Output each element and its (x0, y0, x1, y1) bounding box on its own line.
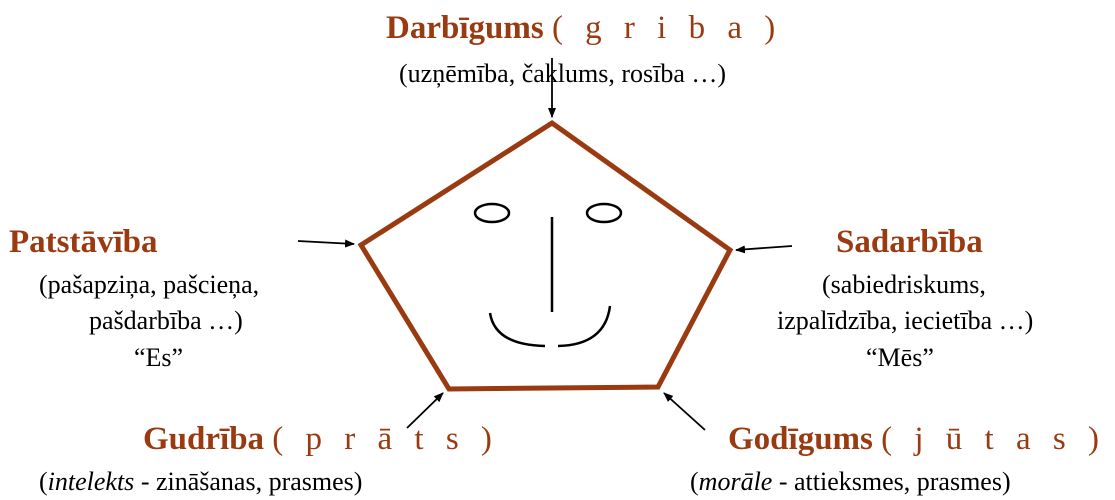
bottom-right-detail-rest: - attieksmes, prasmes) (772, 467, 1011, 496)
left-detail-2: pašdarbība …) (89, 306, 243, 335)
left-title: Patstāvība (9, 224, 158, 260)
bottom-right-title: Godīgums (728, 421, 873, 457)
bottom-left-title: Gudrība (143, 421, 265, 457)
right-detail-2: izpalīdzība, iecietība …) (777, 306, 1034, 335)
left-heading: Patstāvība (9, 226, 158, 259)
mouth-left (488, 312, 546, 348)
arrow-right (735, 245, 793, 254)
right-detail-1: (sabiedriskums, (822, 270, 986, 299)
arrow-bottom-left (406, 392, 444, 429)
bottom-right-detail-prefix: ( (690, 467, 699, 496)
left-eye (473, 202, 511, 224)
bottom-left-detail-prefix: ( (39, 467, 48, 496)
bottom-left-detail-italic: intelekts (47, 467, 135, 496)
bottom-right-detail: (morāle - attieksmes, prasmes) (690, 469, 1011, 495)
bottom-right-qualifier: ( j ū t a s ) (881, 421, 1106, 457)
right-eye (585, 202, 623, 224)
pentagon-outline (357, 119, 734, 392)
top-qualifier: ( g r i b a ) (551, 10, 783, 46)
bottom-right-heading: Godīgums ( j ū t a s ) (728, 423, 1106, 456)
top-title: Darbīgums (386, 10, 544, 46)
right-heading: Sadarbība (836, 226, 983, 259)
top-detail: (uzņēmība, čaklums, rosība …) (399, 59, 727, 88)
arrow-bottom-right (663, 392, 706, 431)
bottom-left-heading: Gudrība ( p r ā t s ) (143, 423, 499, 456)
arrow-left (297, 239, 355, 248)
right-title: Sadarbība (836, 224, 983, 260)
left-note: “Es” (134, 343, 184, 372)
bottom-left-qualifier: ( p r ā t s ) (272, 421, 499, 457)
left-detail-1: (pašapziņa, pašcieņa, (39, 270, 260, 299)
bottom-left-detail: (intelekts - zināšanas, prasmes) (39, 469, 362, 495)
mouth-right (557, 305, 612, 348)
top-heading: Darbīgums ( g r i b a ) (386, 12, 782, 45)
right-note: “Mēs” (866, 343, 934, 372)
bottom-right-detail-italic: morāle (698, 467, 773, 496)
bottom-left-detail-rest: - zināšanas, prasmes) (134, 467, 363, 496)
